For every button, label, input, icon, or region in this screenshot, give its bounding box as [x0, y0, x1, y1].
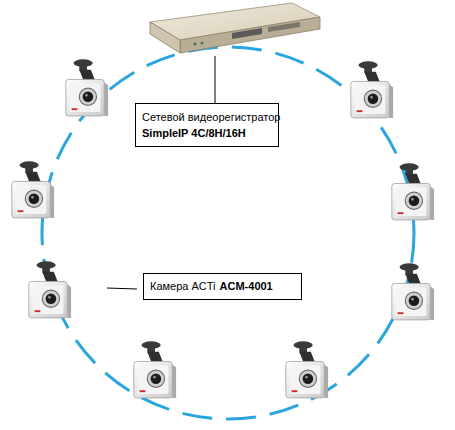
ring-network [42, 47, 414, 419]
callout-box: Камера ACTi ACM-4001 [143, 273, 302, 300]
leader-line [215, 56, 216, 103]
callout-text: Сетевой видеорегистратор [142, 109, 272, 125]
model-name: ACM-4001 [220, 280, 273, 292]
leader-line [107, 288, 137, 289]
callout-box: Сетевой видеорегистраторSimpleIP 4C/8H/1… [135, 103, 279, 147]
model-name: SimpleIP 4C/8H/16H [142, 125, 272, 141]
callout-text: Камера ACTi [150, 280, 216, 292]
nvr-device [150, 3, 320, 53]
ip-cameras [12, 59, 434, 398]
